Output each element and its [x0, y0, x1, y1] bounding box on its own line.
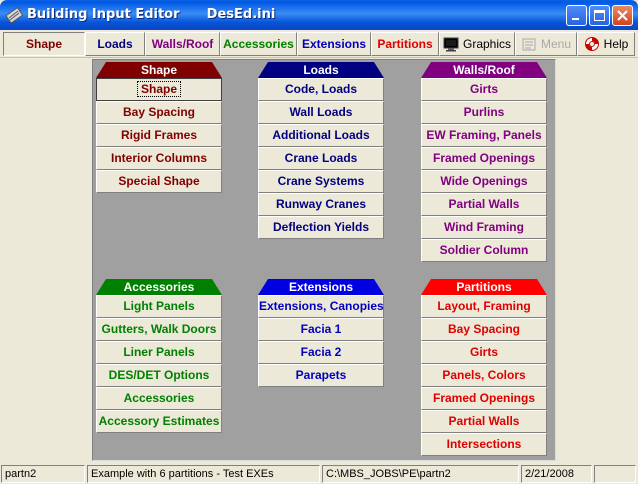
toolbar: Shape Loads Walls/Roof Accessories Exten… — [0, 30, 638, 58]
toolbar-extensions-button[interactable]: Extensions — [297, 32, 371, 56]
maximize-icon — [594, 10, 605, 21]
accessories-header-tab — [96, 279, 222, 295]
maximize-button[interactable] — [589, 5, 610, 26]
toolbar-partitions-button[interactable]: Partitions — [371, 32, 439, 56]
light-panels-button[interactable]: Light Panels — [96, 295, 222, 318]
extensions-group-header: Extensions — [258, 279, 384, 295]
toolbar-loads-button[interactable]: Loads — [85, 32, 145, 56]
facia-1-button[interactable]: Facia 1 — [258, 318, 384, 341]
girts-button[interactable]: Girts — [421, 78, 547, 101]
partitions-group: Partitions Layout, Framing Bay Spacing G… — [421, 279, 547, 456]
toolbar-graphics-button[interactable]: Graphics — [439, 32, 515, 56]
window-title: Building Input Editor — [27, 7, 180, 22]
bay-spacing-button[interactable]: Bay Spacing — [96, 101, 222, 124]
additional-loads-button[interactable]: Additional Loads — [258, 124, 384, 147]
minimize-icon — [572, 18, 579, 20]
runway-cranes-button[interactable]: Runway Cranes — [258, 193, 384, 216]
status-job: partn2 — [1, 465, 85, 483]
loads-header-tab — [258, 62, 384, 78]
intersections-button[interactable]: Intersections — [421, 433, 547, 456]
toolbar-help-button[interactable]: Help — [577, 32, 635, 56]
crane-loads-button[interactable]: Crane Loads — [258, 147, 384, 170]
shape-group: Shape Shape Bay Spacing Rigid Frames Int… — [96, 62, 222, 193]
status-path: C:\MBS_JOBS\PE\partn2 — [322, 465, 519, 483]
toolbar-walls-roof-button[interactable]: Walls/Roof — [145, 32, 220, 56]
framed-openings-button[interactable]: Framed Openings — [421, 147, 547, 170]
accessories-group: Accessories Light Panels Gutters, Walk D… — [96, 279, 222, 433]
gutters-walk-doors-button[interactable]: Gutters, Walk Doors — [96, 318, 222, 341]
interior-columns-button[interactable]: Interior Columns — [96, 147, 222, 170]
status-date: 2/21/2008 — [521, 465, 592, 483]
des-det-options-button[interactable]: DES/DET Options — [96, 364, 222, 387]
walls-roof-header-tab — [421, 62, 547, 78]
ew-framing-panels-button[interactable]: EW Framing, Panels — [421, 124, 547, 147]
wall-loads-button[interactable]: Wall Loads — [258, 101, 384, 124]
menu-icon — [522, 38, 536, 50]
rigid-frames-button[interactable]: Rigid Frames — [96, 124, 222, 147]
accessories-group-header: Accessories — [96, 279, 222, 295]
special-shape-button[interactable]: Special Shape — [96, 170, 222, 193]
shape-button[interactable]: Shape — [96, 78, 222, 101]
extensions-group: Extensions Extensions, Canopies Facia 1 … — [258, 279, 384, 387]
extensions-canopies-button[interactable]: Extensions, Canopies — [258, 295, 384, 318]
partition-partial-walls-button[interactable]: Partial Walls — [421, 410, 547, 433]
accessory-estimates-button[interactable]: Accessory Estimates — [96, 410, 222, 433]
partial-walls-button[interactable]: Partial Walls — [421, 193, 547, 216]
close-icon — [617, 10, 628, 21]
extensions-header-tab — [258, 279, 384, 295]
toolbar-menu-button[interactable]: Menu — [515, 32, 577, 56]
parapets-button[interactable]: Parapets — [258, 364, 384, 387]
partitions-group-header: Partitions — [421, 279, 547, 295]
panels-colors-button[interactable]: Panels, Colors — [421, 364, 547, 387]
code-loads-button[interactable]: Code, Loads — [258, 78, 384, 101]
loads-group-header: Loads — [258, 62, 384, 78]
partition-bay-spacing-button[interactable]: Bay Spacing — [421, 318, 547, 341]
walls-roof-group-header: Walls/Roof — [421, 62, 547, 78]
loads-group: Loads Code, Loads Wall Loads Additional … — [258, 62, 384, 239]
monitor-icon — [443, 37, 459, 51]
status-description: Example with 6 partitions - Test EXEs — [87, 465, 320, 483]
layout-framing-button[interactable]: Layout, Framing — [421, 295, 547, 318]
crane-systems-button[interactable]: Crane Systems — [258, 170, 384, 193]
partition-girts-button[interactable]: Girts — [421, 341, 547, 364]
title-bar[interactable]: Building Input Editor DesEd.ini — [0, 0, 638, 30]
facia-2-button[interactable]: Facia 2 — [258, 341, 384, 364]
main-panel: Shape Shape Bay Spacing Rigid Frames Int… — [92, 59, 556, 461]
window-file: DesEd.ini — [206, 7, 276, 22]
status-bar: partn2 Example with 6 partitions - Test … — [0, 463, 638, 484]
toolbar-accessories-button[interactable]: Accessories — [220, 32, 297, 56]
soldier-column-button[interactable]: Soldier Column — [421, 239, 547, 262]
help-lifebuoy-icon — [584, 37, 599, 51]
deflection-yields-button[interactable]: Deflection Yields — [258, 216, 384, 239]
minimize-button[interactable] — [566, 5, 587, 26]
shape-header-tab — [96, 62, 222, 78]
liner-panels-button[interactable]: Liner Panels — [96, 341, 222, 364]
status-extra — [594, 465, 636, 483]
accessories-button[interactable]: Accessories — [96, 387, 222, 410]
purlins-button[interactable]: Purlins — [421, 101, 547, 124]
close-button[interactable] — [612, 5, 633, 26]
app-icon — [5, 7, 23, 24]
partitions-header-tab — [421, 279, 547, 295]
walls-roof-group: Walls/Roof Girts Purlins EW Framing, Pan… — [421, 62, 547, 262]
shape-group-header: Shape — [96, 62, 222, 78]
toolbar-shape-button[interactable]: Shape — [3, 32, 85, 56]
partition-framed-openings-button[interactable]: Framed Openings — [421, 387, 547, 410]
wide-openings-button[interactable]: Wide Openings — [421, 170, 547, 193]
wind-framing-button[interactable]: Wind Framing — [421, 216, 547, 239]
